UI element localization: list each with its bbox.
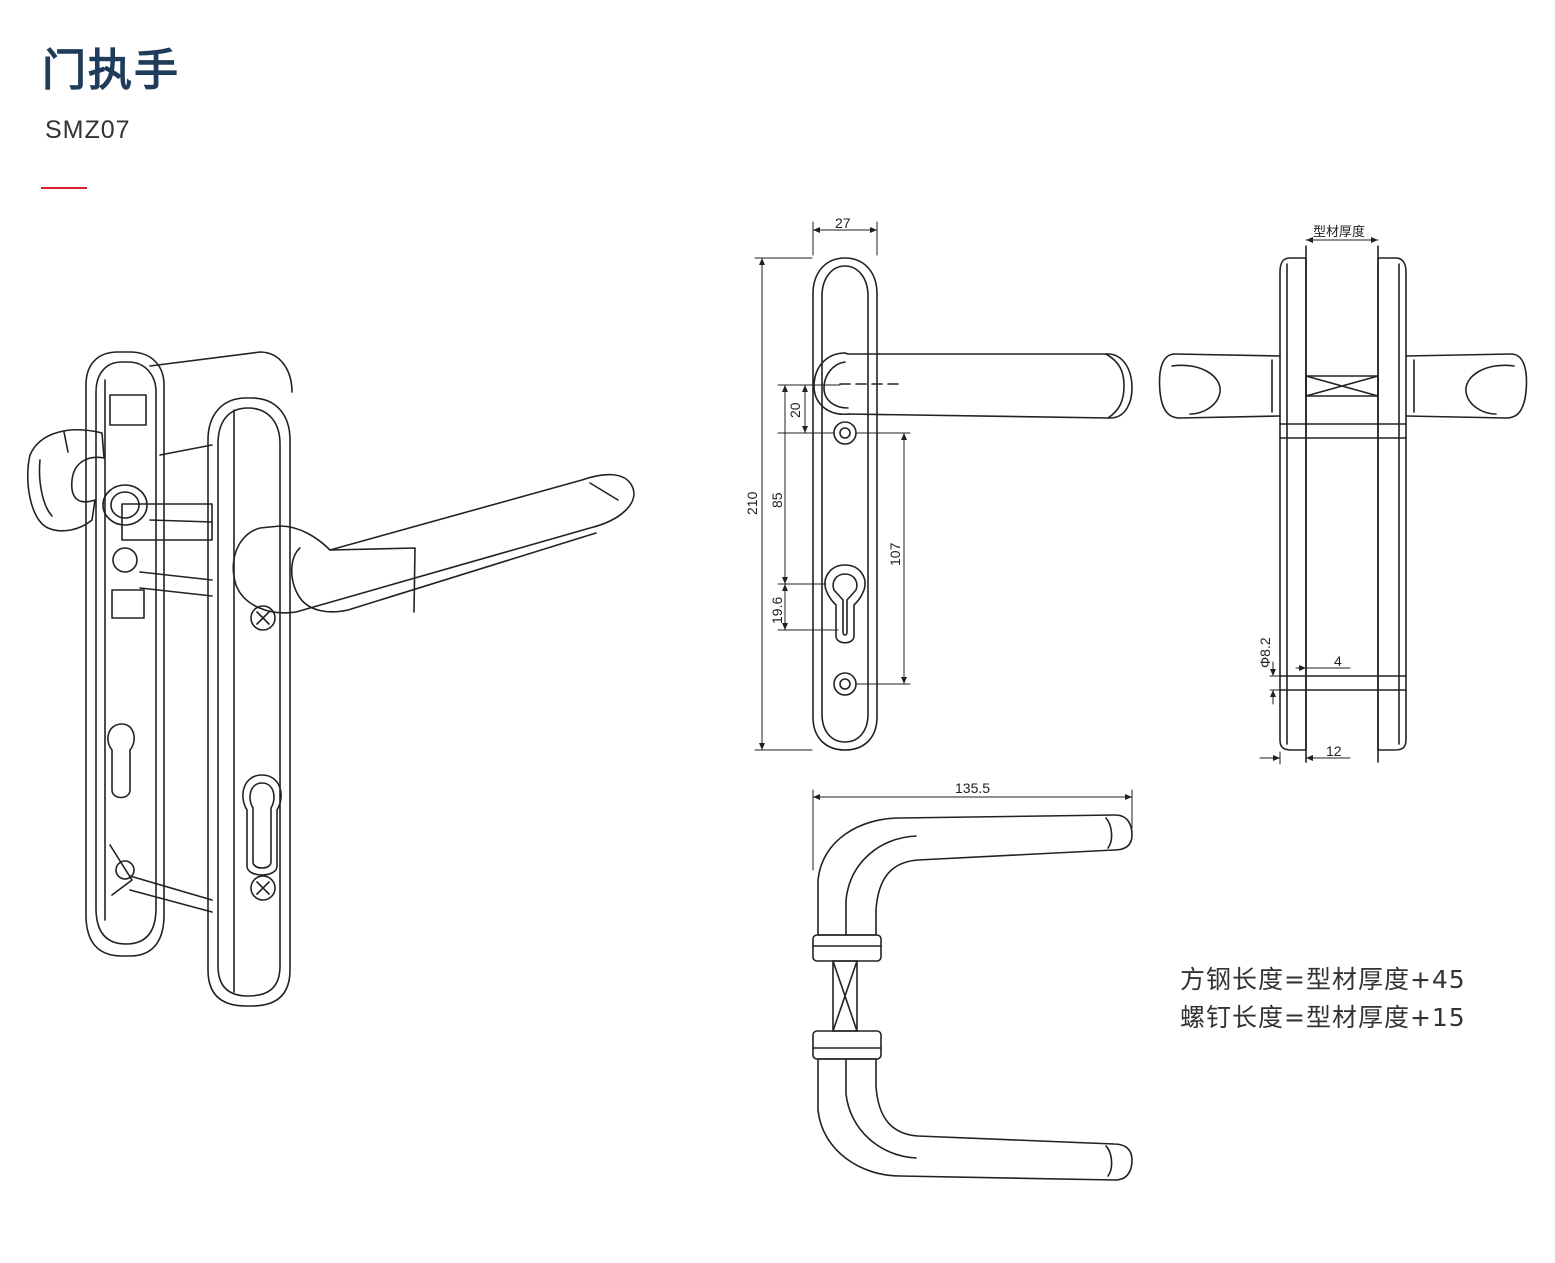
- isometric-view: [27, 351, 635, 1007]
- accent-divider: [41, 187, 87, 189]
- dim-to-cylinder: 85: [769, 492, 785, 508]
- note-spindle-length: 方钢长度=型材厚度+45: [1180, 965, 1466, 994]
- dim-gap: 4: [1334, 653, 1342, 669]
- dim-handle-offset: 20: [787, 402, 803, 418]
- side-view-dimensions: [1259, 237, 1379, 765]
- dim-plate-width: 27: [835, 215, 851, 231]
- dim-handle-length: 135.5: [955, 780, 990, 796]
- top-view: [812, 814, 1133, 1181]
- dim-screw-diameter: Φ8.2: [1257, 637, 1273, 668]
- dim-base: 12: [1326, 743, 1342, 759]
- dim-cylinder: 19.6: [769, 597, 785, 624]
- front-view: [812, 257, 1133, 751]
- front-view-dimensions: [754, 221, 911, 751]
- page-title: 门执手: [42, 45, 180, 96]
- dim-profile-thickness: 型材厚度: [1313, 224, 1365, 240]
- model-number: SMZ07: [45, 116, 131, 144]
- dim-screw-spacing: 107: [887, 542, 903, 566]
- note-screw-length: 螺钉长度=型材厚度+15: [1180, 1003, 1466, 1032]
- side-view: [1158, 245, 1528, 763]
- top-view-dimensions: [812, 789, 1133, 871]
- dim-total-height: 210: [744, 491, 760, 515]
